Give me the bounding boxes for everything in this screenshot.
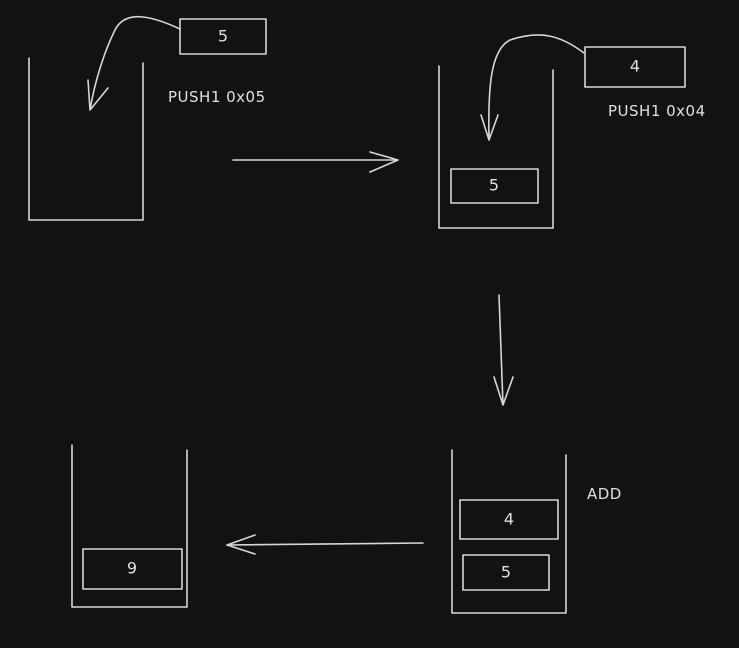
flow-arrow-3-to-4 xyxy=(226,534,424,555)
stack-item-3-1 xyxy=(459,499,559,540)
stack-item-4-1 xyxy=(82,548,183,590)
incoming-value-box-2 xyxy=(584,46,686,88)
stack-item-value: 5 xyxy=(489,176,499,195)
flow-arrow-2-to-3 xyxy=(493,294,514,406)
instruction-label-1: PUSH1 0x05 xyxy=(168,88,266,106)
stack-container-4 xyxy=(71,444,188,608)
step-1: 5 PUSH1 0x05 xyxy=(28,15,267,221)
incoming-value-1: 5 xyxy=(218,27,228,46)
stack-item-3-2 xyxy=(462,554,550,591)
stack-item-value: 4 xyxy=(504,510,514,529)
stack-container-1 xyxy=(28,57,144,221)
incoming-value-box-1 xyxy=(179,18,267,55)
flow-arrow-1-to-2 xyxy=(232,151,399,173)
stack-item-value: 5 xyxy=(501,563,511,582)
push-arrow-1 xyxy=(87,15,181,111)
instruction-label-2: PUSH1 0x04 xyxy=(608,102,706,120)
step-3: 4 5 ADD xyxy=(451,449,622,614)
instruction-label-3: ADD xyxy=(587,485,622,503)
stack-container-3 xyxy=(451,449,567,614)
push-arrow-2 xyxy=(480,34,585,141)
incoming-value-2: 4 xyxy=(630,57,640,76)
stack-container-2 xyxy=(438,65,554,229)
stack-item-2-1 xyxy=(450,168,539,204)
step-4: 9 xyxy=(71,444,188,608)
stack-item-value: 9 xyxy=(127,559,137,578)
step-2: 5 4 PUSH1 0x04 xyxy=(438,34,706,229)
